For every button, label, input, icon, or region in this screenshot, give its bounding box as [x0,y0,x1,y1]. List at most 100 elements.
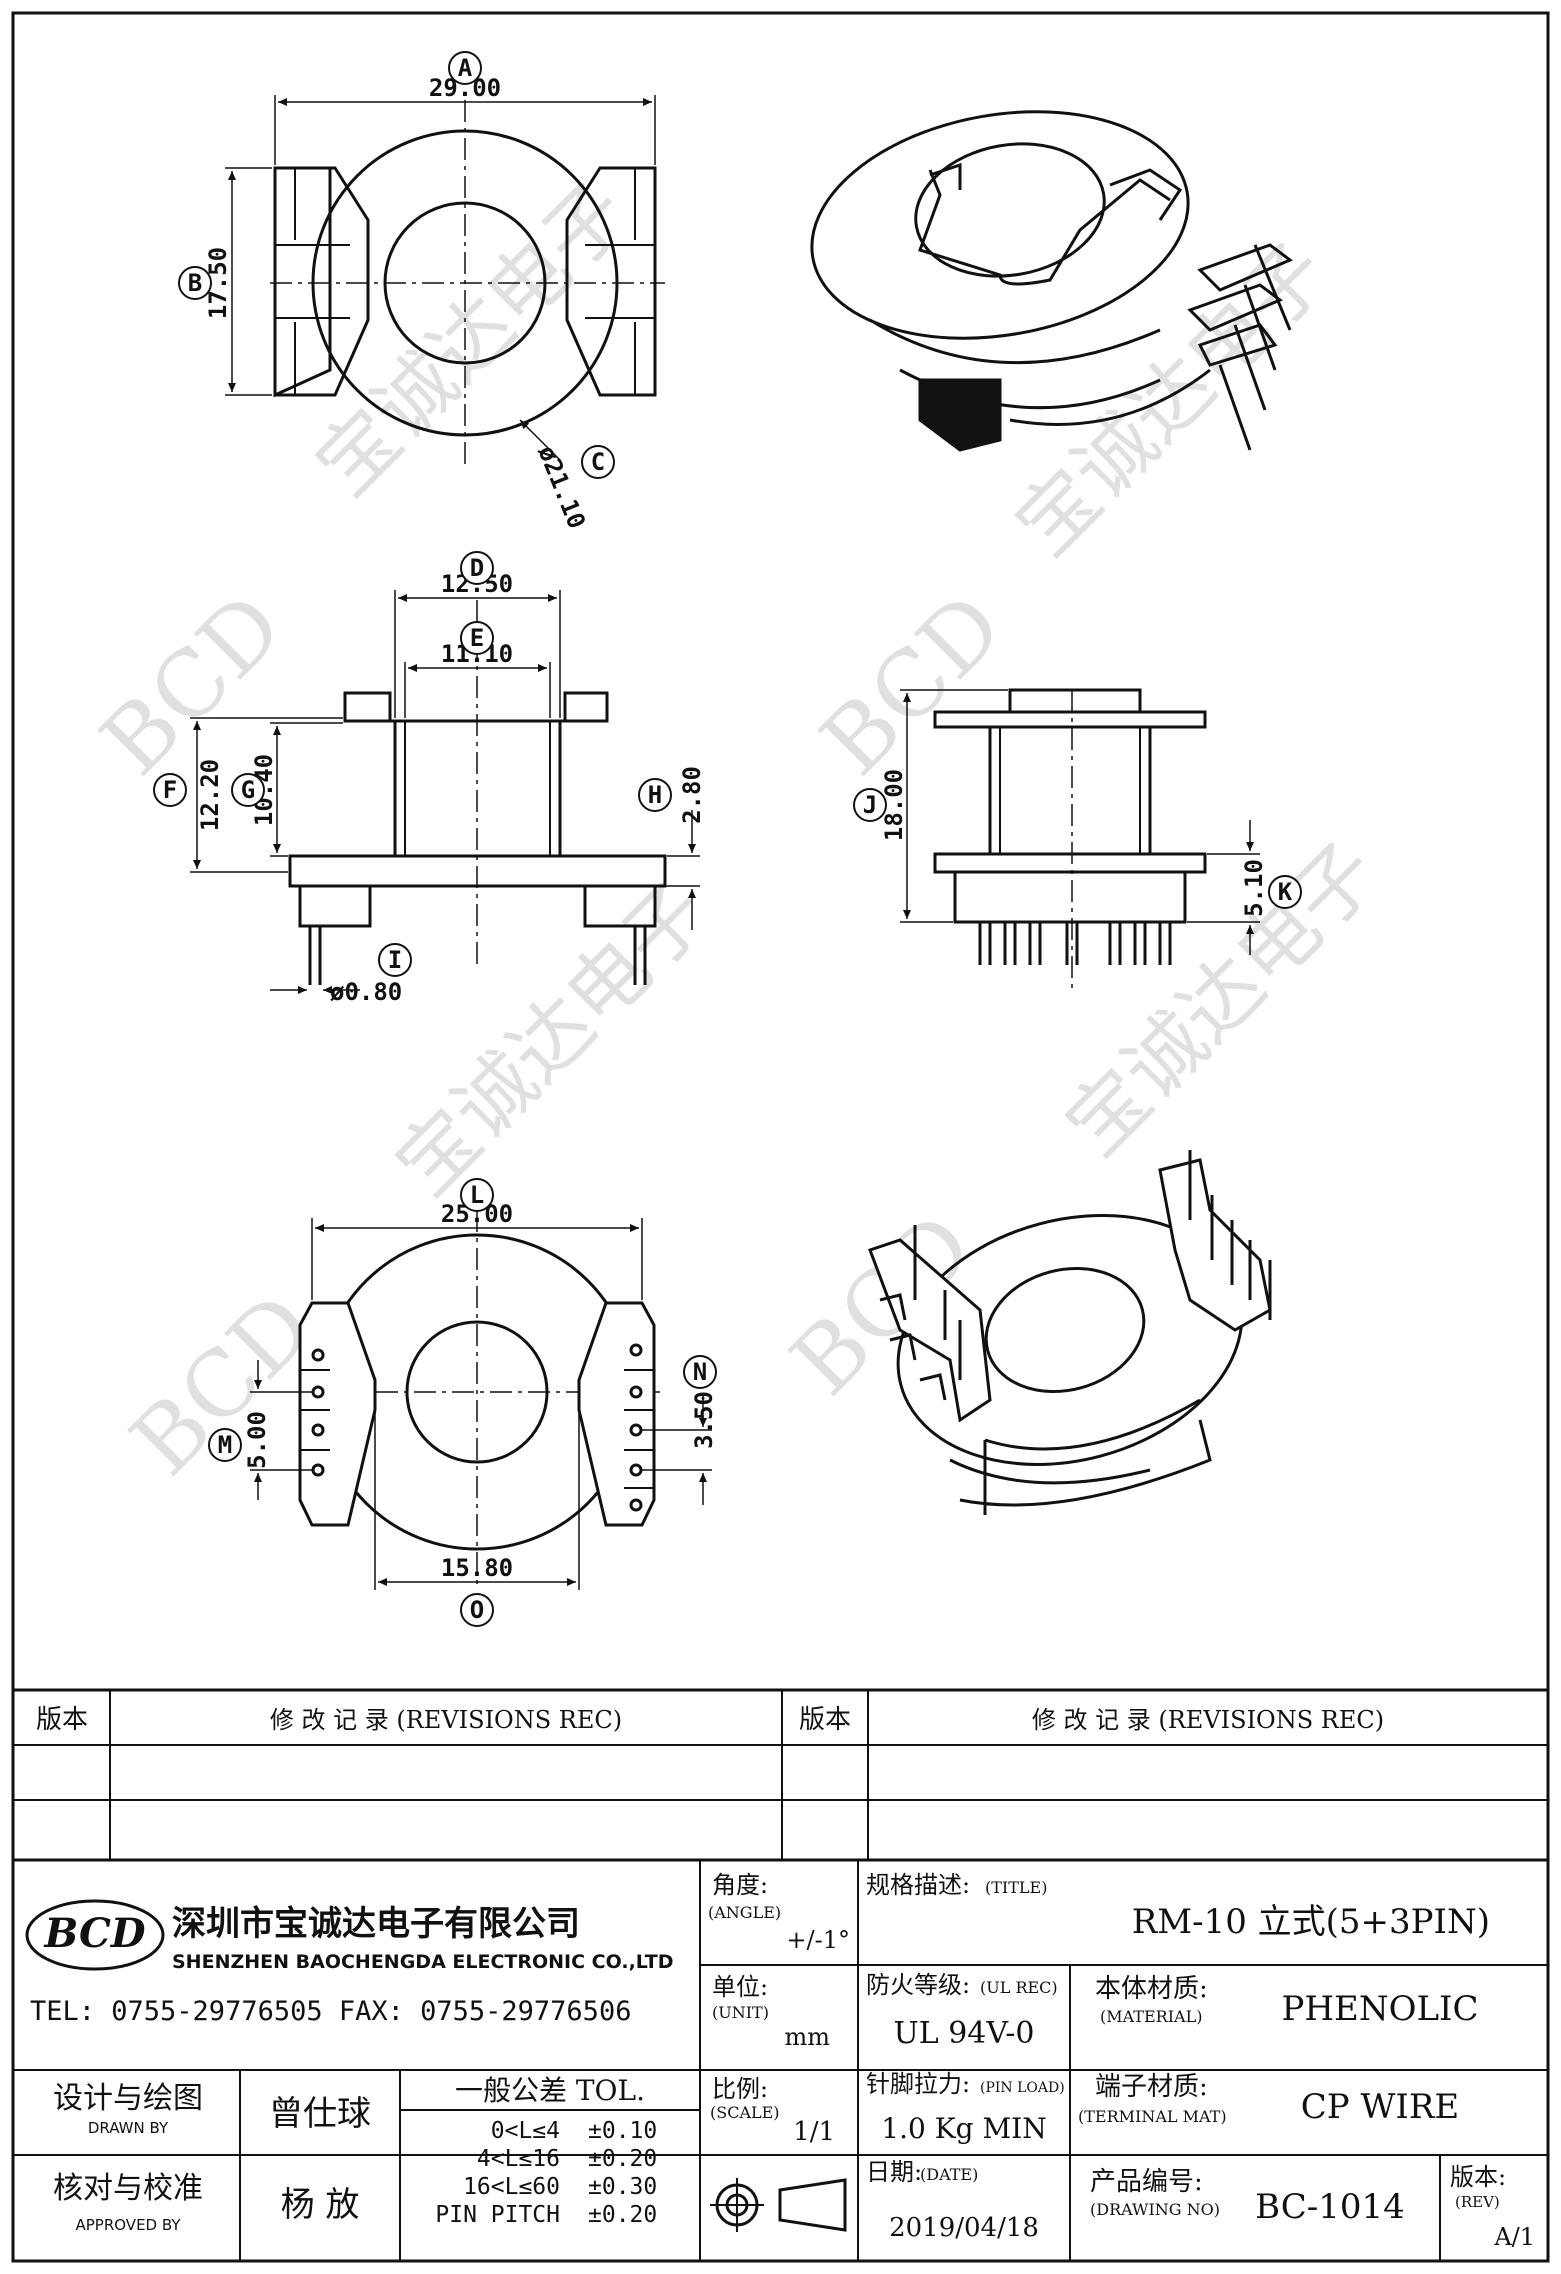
dim-m-value: 5.00 [243,1411,271,1469]
dim-o: 15.80 O [374,1410,580,1627]
scale-label-en: (SCALE) [710,2103,780,2122]
front-view [288,600,667,985]
material-label-en: (MATERIAL) [1100,2007,1202,2026]
tel-fax: TEL: 0755-29776505 FAX: 0755-29776506 [30,1996,631,2027]
dim-i: ø0.80 I [270,943,412,1006]
dim-e-tag: E [470,624,484,652]
date-label-en: (DATE) [920,2165,978,2184]
dim-h-tag: H [648,781,662,809]
dim-j: 18.00 J [853,689,1008,923]
dim-b: 17.50 B [178,167,272,396]
tol-label: 一般公差 TOL. [455,2074,645,2107]
dim-b-tag: B [188,269,202,297]
tol-range-3: PIN PITCH [435,2202,560,2228]
drawing-label-en: (DRAWING NO) [1090,2200,1220,2219]
rev-value: A/1 [1493,2223,1535,2251]
dim-g: 10.40 G [231,722,343,857]
material-label: 本体材质: [1095,1974,1208,2004]
revisions-label-right: 修 改 记 录 (REVISIONS REC) [1032,1706,1384,1734]
tol-range-0: 0<L≤4 [491,2118,560,2144]
tol-value-1: ±0.20 [588,2146,657,2172]
pinload-label-en: (PIN LOAD) [980,2080,1065,2096]
watermark-cn: 宝诚达电子 [998,225,1347,574]
dim-l-tag: L [470,1181,484,1209]
company-name-cn: 深圳市宝诚达电子有限公司 [172,1904,580,1944]
date-value: 2019/04/18 [889,2213,1039,2243]
pinload-label: 针脚拉力: [866,2070,970,2098]
logo-text: BCD [43,1910,145,1957]
scale-value: 1/1 [793,2117,835,2147]
pinload-value: 1.0 Kg MIN [881,2112,1046,2145]
title-label: 规格描述: [866,1871,970,1899]
unit-value: mm [784,2023,830,2051]
designer-value: 曾仕球 [269,2094,371,2134]
ul-label-en: (UL REC) [980,1978,1058,1997]
dim-l: 25.00 L [311,1178,643,1300]
tol-value-2: ±0.30 [588,2174,657,2200]
dim-j-tag: J [863,791,877,819]
dim-n: 3.50 N [642,1355,718,1505]
dim-a: 29.00 A [274,51,656,165]
dim-d: 12.50 D [394,551,561,718]
rev-label: 版本: [1450,2163,1506,2191]
title-value: RM-10 立式(5+3PIN) [1132,1902,1490,1942]
dim-d-tag: D [470,554,484,582]
ul-label: 防火等级: [866,1971,970,1999]
drawing-label: 产品编号: [1090,2167,1203,2197]
dim-c-tag: C [591,448,605,476]
side-view [933,688,1207,990]
approver-value: 杨 放 [281,2185,360,2225]
rev-header-right: 版本 [799,1705,851,1735]
angle-label-en: (ANGLE) [708,1903,781,1922]
designer-label: 设计与绘图 [53,2081,203,2116]
top-view [270,100,665,470]
dim-h-value: 2.80 [678,766,706,824]
title-block [13,1688,1548,2261]
angle-label: 角度: [712,1871,768,1899]
designer-label-en: DRAWN BY [88,2119,169,2137]
tol-value-0: ±0.10 [588,2118,657,2144]
dim-c-value: ø21.10 [532,442,590,533]
revisions-label-left: 修 改 记 录 (REVISIONS REC) [270,1706,622,1734]
dim-h: 2.80 H [638,766,706,930]
terminal-label: 端子材质: [1095,2072,1208,2102]
dim-o-tag: O [470,1596,484,1624]
dim-k-tag: K [1278,878,1293,906]
unit-label-en: (UNIT) [712,2003,769,2022]
dim-e: 11.10 E [404,621,551,718]
dim-i-tag: I [388,946,402,974]
company-logo: BCD [25,1899,165,1971]
rev-header-left: 版本 [36,1705,88,1735]
dim-c: ø21.10 C [519,419,615,533]
projection-symbol [710,2178,847,2232]
ul-value: UL 94V-0 [893,2016,1034,2051]
unit-label: 单位: [712,1973,768,2001]
date-label: 日期: [866,2158,922,2186]
terminal-value: CP WIRE [1301,2087,1460,2127]
dim-f-tag: F [163,776,177,804]
watermark-cn: 宝诚达电子 [378,865,727,1214]
scale-label: 比例: [712,2075,768,2103]
dim-f: 12.20 F [153,717,343,873]
dim-n-value: 3.50 [690,1391,718,1449]
isometric-view-top [810,110,1293,452]
tol-value-3: ±0.20 [588,2202,657,2228]
isometric-view-bottom [868,1150,1272,1515]
tol-range-2: 16<L≤60 [463,2174,560,2200]
dim-a-tag: A [458,54,473,82]
dim-g-tag: G [241,776,255,804]
dim-i-value: ø0.80 [330,978,402,1006]
dim-m: 5.00 M [208,1360,312,1500]
material-value: PHENOLIC [1282,1989,1479,2029]
dim-o-value: 15.80 [441,1554,513,1582]
tol-range-1: 4<L≤16 [477,2146,560,2172]
company-name-en: SHENZHEN BAOCHENGDA ELECTRONIC CO.,LTD [172,1951,673,1973]
dim-k-value: 5.10 [1240,859,1268,917]
dim-m-tag: M [218,1431,232,1459]
rev-label-en: (REV) [1455,2193,1500,2211]
approver-label-en: APPROVED BY [75,2216,181,2234]
dim-n-tag: N [693,1358,707,1386]
title-label-en: (TITLE) [985,1878,1047,1897]
approver-label: 核对与校准 [53,2171,203,2206]
